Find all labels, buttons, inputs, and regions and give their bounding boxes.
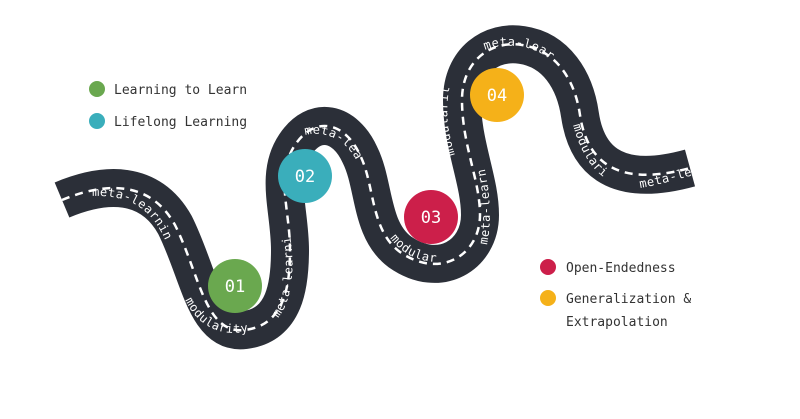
legend-item-generalization: Generalization & Extrapolation (540, 290, 691, 330)
milestone-04: 04 (470, 68, 524, 122)
milestone-01: 01 (208, 259, 262, 313)
milestone-04-circle (470, 68, 524, 122)
legend-item-open-endedness: Open-Endedness (540, 259, 676, 276)
legend-dot (540, 290, 556, 306)
milestone-03-circle (404, 190, 458, 244)
legend-item-lifelong-learning: Lifelong Learning (89, 113, 247, 130)
legend-dot (89, 81, 105, 97)
legend-label: Open-Endedness (566, 261, 676, 276)
milestone-01-circle (208, 259, 262, 313)
legend-label-line1: Generalization & (566, 292, 691, 307)
milestone-04-label: 04 (487, 86, 507, 106)
legend-label: Lifelong Learning (114, 115, 247, 130)
legend-label-line2: Extrapolation (566, 315, 668, 330)
legend-label: Learning to Learn (114, 83, 247, 98)
milestones: 01 02 03 04 (208, 68, 524, 313)
milestone-03-label: 03 (421, 208, 441, 228)
legend-dot (89, 113, 105, 129)
milestone-02-circle (278, 149, 332, 203)
milestone-02-label: 02 (295, 167, 315, 187)
legend-right: Open-Endedness Generalization & Extrapol… (540, 259, 691, 330)
legend-dot (540, 259, 556, 275)
milestone-02: 02 (278, 149, 332, 203)
road-label-modularity: modularity (0, 0, 458, 158)
milestone-03: 03 (404, 190, 458, 244)
legend-left: Learning to Learn Lifelong Learning (89, 81, 247, 130)
milestone-01-label: 01 (225, 277, 245, 297)
legend-item-learning-to-learn: Learning to Learn (89, 81, 247, 98)
